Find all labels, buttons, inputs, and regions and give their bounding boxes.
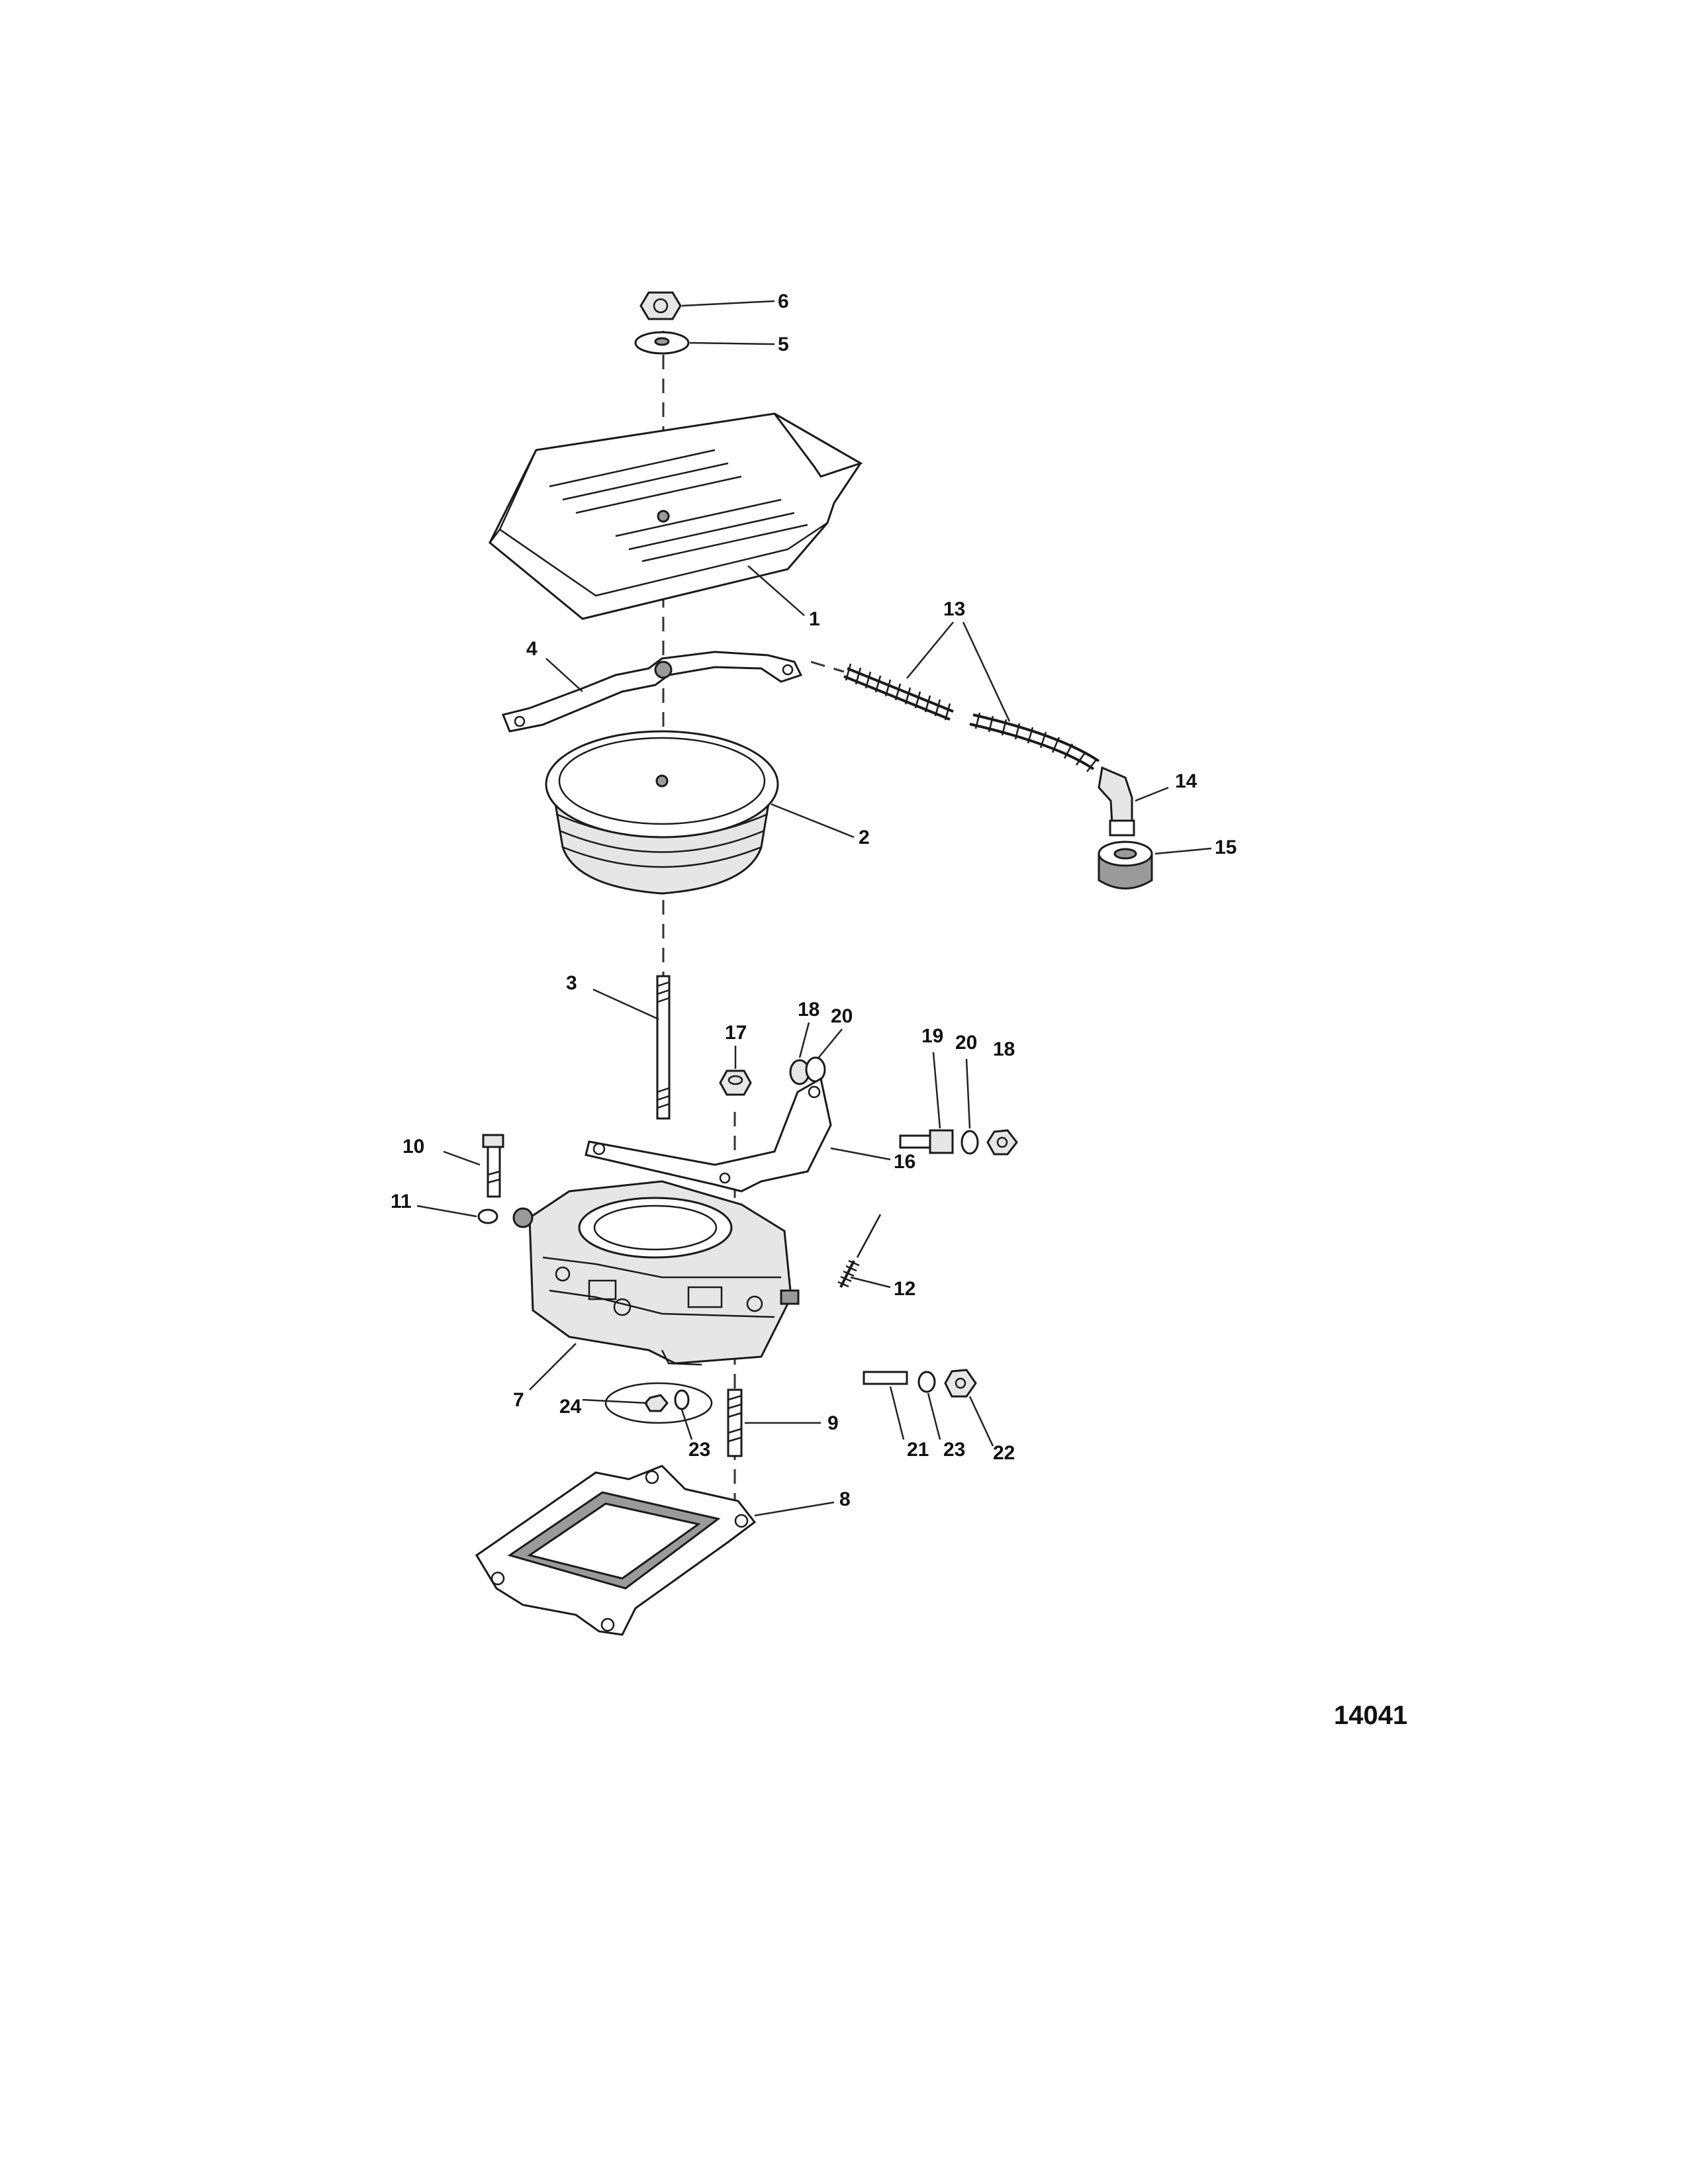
part-11-washer [477, 1208, 498, 1224]
part-22-nut [944, 1369, 977, 1398]
part-10-bolt [482, 1134, 504, 1198]
part-15-grommet [1098, 841, 1153, 889]
callout-16: 16 [894, 1151, 915, 1173]
callout-24: 24 [559, 1396, 582, 1418]
callout-1: 1 [809, 608, 820, 630]
callout-22: 22 [993, 1442, 1015, 1464]
part-14-elbow [1098, 766, 1135, 837]
callout-12: 12 [894, 1278, 915, 1300]
callout-labels: 6 5 1 4 13 2 14 15 3 17 18 20 19 20 18 1… [391, 291, 1237, 1510]
leader-lines [416, 300, 1212, 1517]
part-5-washer [634, 331, 690, 355]
part-6-nut [639, 291, 682, 320]
part-18-nut-right [986, 1129, 1018, 1156]
callout-7: 7 [513, 1389, 524, 1411]
callout-20-upper: 20 [831, 1005, 853, 1027]
callout-4: 4 [526, 638, 538, 660]
part-1-air-cleaner-cover [489, 412, 863, 620]
callout-13: 13 [943, 598, 965, 620]
part-17-nut [719, 1069, 752, 1096]
callout-2: 2 [859, 827, 870, 848]
callout-15: 15 [1215, 837, 1237, 858]
callout-23-right: 23 [943, 1439, 965, 1461]
part-18-20-upper [789, 1056, 826, 1085]
part-12-spring [837, 1214, 882, 1288]
callout-20-right: 20 [955, 1032, 977, 1054]
part-20-washer-right [961, 1130, 979, 1155]
callout-11: 11 [391, 1191, 412, 1212]
figure-number: 14041 [1334, 1701, 1407, 1730]
part-13-hose [810, 660, 1100, 772]
part-3-stud [656, 975, 671, 1120]
callout-5: 5 [778, 334, 789, 355]
part-4-bracket [501, 651, 803, 733]
callout-3: 3 [566, 972, 577, 994]
spring-coils [837, 1259, 860, 1288]
part-9-stud [727, 1388, 743, 1457]
callout-18-right: 18 [993, 1038, 1015, 1060]
callout-17: 17 [725, 1022, 747, 1044]
part-24-23-left [604, 1382, 713, 1424]
part-2-air-filter [545, 730, 779, 895]
callout-14: 14 [1175, 770, 1197, 792]
part-19-screw [899, 1129, 954, 1154]
hose-section-a-coils [845, 663, 951, 721]
hose-section-b-coils [974, 712, 1097, 772]
part-23-washer-right [917, 1371, 936, 1393]
callout-10: 10 [402, 1136, 424, 1158]
part-8-gasket [475, 1465, 757, 1636]
callout-21: 21 [907, 1439, 929, 1461]
callout-6: 6 [778, 291, 789, 312]
part-16-bracket [585, 1077, 832, 1193]
callout-9: 9 [827, 1412, 839, 1434]
part-21-stud [863, 1371, 908, 1385]
callout-19: 19 [921, 1025, 943, 1047]
part-7-carburetor [512, 1180, 800, 1366]
callout-18-upper: 18 [798, 999, 820, 1021]
stud-threads [657, 981, 670, 1109]
callout-8: 8 [839, 1488, 851, 1510]
callout-23-left: 23 [688, 1439, 710, 1461]
cover-ribs [549, 449, 808, 563]
